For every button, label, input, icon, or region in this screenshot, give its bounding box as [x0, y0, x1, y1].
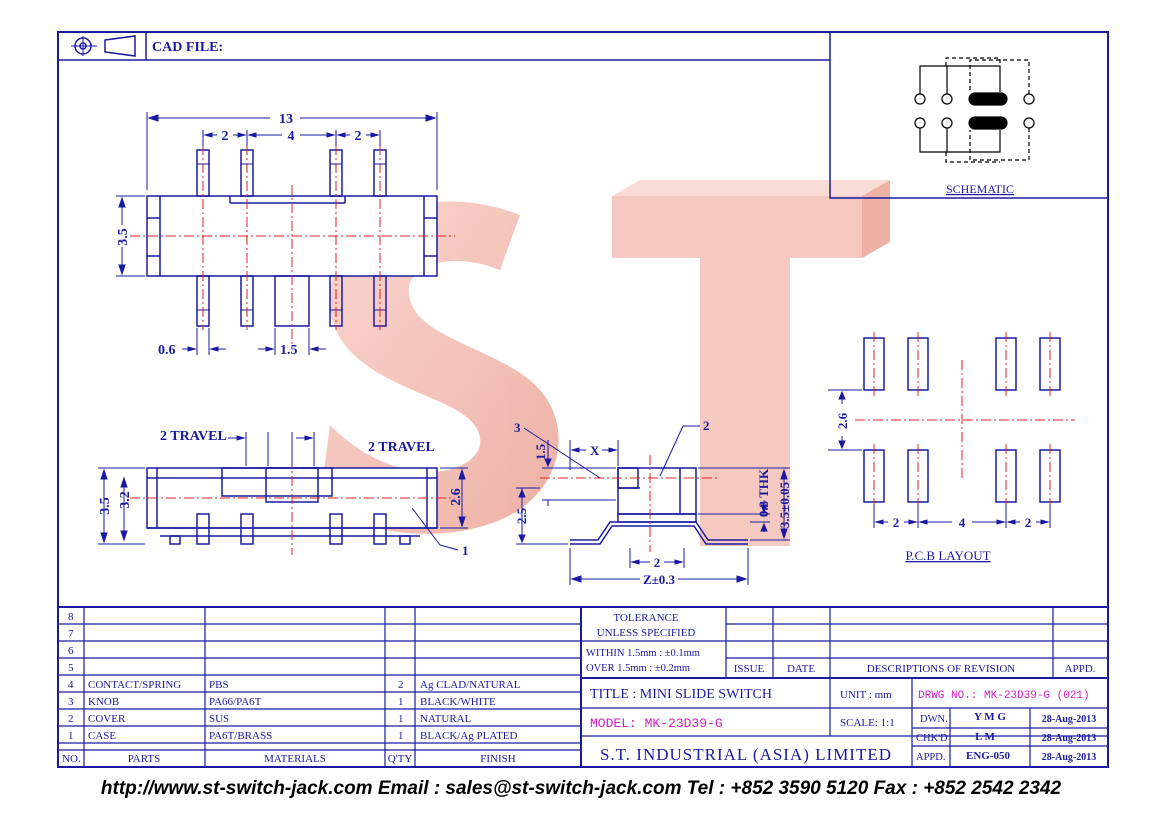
title-block-grid: [58, 606, 1108, 767]
drawing-number: DRWG NO.: MK-23D39-G (021): [918, 690, 1090, 702]
dim-end-height: 3.5±0.05: [777, 481, 792, 528]
svg-text:PA6T/BRASS: PA6T/BRASS: [209, 730, 272, 742]
svg-text:1: 1: [398, 730, 404, 742]
top-view-dimensions: [116, 112, 438, 355]
svg-text:BLACK/WHITE: BLACK/WHITE: [420, 696, 496, 708]
dim-knob-height: 2.6: [449, 488, 464, 506]
svg-text:2: 2: [68, 713, 74, 725]
svg-text:ISSUE: ISSUE: [734, 663, 765, 675]
svg-text:1: 1: [68, 730, 74, 742]
dim-travel-right: 2 TRAVEL: [368, 440, 435, 455]
svg-text:UNLESS SPECIFIED: UNLESS SPECIFIED: [597, 627, 696, 639]
svg-text:4: 4: [68, 679, 74, 691]
callout-3: 3: [514, 420, 521, 435]
svg-text:1: 1: [398, 696, 404, 708]
svg-text:WITHIN 1.5mm : ±0.1mm: WITHIN 1.5mm : ±0.1mm: [586, 648, 700, 659]
svg-text:APPD.: APPD.: [1065, 663, 1096, 675]
dim-end-25: 2.5: [514, 507, 529, 524]
dim-pitch-right: 2: [355, 129, 362, 144]
dwn-name: Y M G: [974, 711, 1006, 723]
svg-text:PBS: PBS: [209, 679, 229, 691]
svg-text:3: 3: [68, 696, 74, 708]
dim-body-height: 3.5: [116, 228, 131, 246]
top-view-centerlines: [130, 145, 455, 345]
pcb-dim-pitch-1: 2: [893, 515, 900, 530]
end-view: [570, 467, 748, 545]
svg-text:COVER: COVER: [88, 713, 126, 725]
dim-knob-width: 1.5: [280, 343, 298, 358]
pcb-dim-height: 2.6: [835, 412, 850, 429]
dim-pitch-mid: 4: [288, 129, 295, 144]
dwn-date: 28-Aug-2013: [1042, 714, 1096, 725]
svg-text:NO.: NO.: [62, 753, 81, 765]
svg-text:OVER 1.5mm : ±0.2mm: OVER 1.5mm : ±0.2mm: [586, 663, 690, 674]
schematic-label: SCHEMATIC: [946, 182, 1014, 196]
end-view-centerlines: [540, 455, 720, 552]
schematic-box: [829, 31, 1109, 199]
contact-footer: http://www.st-switch-jack.com Email : sa…: [100, 778, 1062, 799]
dim-overall-width: 13: [279, 112, 293, 127]
svg-text:MATERIALS: MATERIALS: [264, 753, 326, 765]
pcb-dim-pitch-3: 2: [1025, 515, 1032, 530]
svg-text:8: 8: [68, 611, 74, 623]
pcb-centerlines: [855, 332, 1075, 508]
svg-text:CASE: CASE: [88, 730, 116, 742]
svg-text:SUS: SUS: [209, 713, 229, 725]
appd-date: 28-Aug-2013: [1042, 752, 1096, 763]
svg-text:6: 6: [68, 645, 74, 657]
dim-x: X: [590, 443, 600, 458]
dim-pitch-left: 2: [222, 129, 229, 144]
cad-file-label: CAD FILE:: [152, 40, 223, 55]
svg-text:2: 2: [398, 679, 404, 691]
schematic-diagram: [914, 57, 1035, 163]
projection-symbol-icon: [71, 35, 136, 57]
pcb-layout-label: P.C.B LAYOUT: [905, 548, 990, 563]
revision-header: ISSUE DATE DESCRIPTIONS OF REVISION APPD…: [734, 663, 1096, 675]
dim-pin-width: 0.6: [158, 343, 176, 358]
dwn-label: DWN.: [920, 714, 948, 725]
dim-thk: 0.3 THK: [756, 468, 771, 517]
svg-text:5: 5: [68, 662, 74, 674]
tolerance-block: TOLERANCE UNLESS SPECIFIED WITHIN 1.5mm …: [586, 612, 700, 674]
appd-name: ENG-050: [966, 750, 1011, 762]
svg-text:FINISH: FINISH: [480, 753, 516, 765]
svg-text:BLACK/Ag PLATED: BLACK/Ag PLATED: [420, 730, 518, 742]
chkd-name: L M: [975, 731, 995, 743]
svg-text:KNOB: KNOB: [88, 696, 119, 708]
end-view-dimensions: [516, 425, 790, 585]
callout-2: 2: [703, 418, 710, 433]
dim-travel-left: 2 TRAVEL: [160, 429, 227, 444]
svg-text:NATURAL: NATURAL: [420, 713, 472, 725]
appd-label: APPD.: [916, 752, 945, 763]
unit-label: UNIT : mm: [840, 689, 892, 701]
dim-end-2: 2: [654, 555, 661, 570]
dim-end-15: 1.5: [533, 443, 548, 460]
svg-text:1: 1: [398, 713, 404, 725]
pcb-dim-pitch-2: 4: [959, 515, 966, 530]
svg-text:Q'TY: Q'TY: [388, 753, 413, 765]
svg-text:7: 7: [68, 628, 74, 640]
svg-text:CONTACT/SPRING: CONTACT/SPRING: [88, 679, 181, 691]
drawing-title: TITLE : MINI SLIDE SWITCH: [590, 687, 772, 702]
model-number: MODEL: MK-23D39-G: [590, 716, 723, 731]
dim-z: Z±0.3: [643, 572, 676, 587]
chkd-label: CHK'D: [916, 733, 948, 744]
svg-text:DATE: DATE: [787, 663, 815, 675]
svg-text:DESCRIPTIONS OF REVISION: DESCRIPTIONS OF REVISION: [867, 663, 1016, 675]
scale-label: SCALE: 1:1: [840, 717, 895, 729]
company-name: S.T. INDUSTRIAL (ASIA) LIMITED: [600, 745, 892, 764]
side-view-dimensions: [98, 432, 468, 551]
svg-text:TOLERANCE: TOLERANCE: [613, 612, 678, 624]
svg-text:PA66/PA6T: PA66/PA6T: [209, 696, 262, 708]
callout-1: 1: [462, 543, 469, 558]
bom-table: 8 7 6 5 4 CONTACT/SPRING PBS 2 Ag CLAD/N…: [62, 611, 521, 765]
pcb-dimensions: [828, 389, 1051, 528]
svg-text:Ag CLAD/NATURAL: Ag CLAD/NATURAL: [420, 679, 521, 691]
dim-side-height-32: 3.2: [118, 491, 133, 509]
drawing-frame: [57, 31, 1109, 768]
svg-text:PARTS: PARTS: [128, 753, 161, 765]
chkd-date: 28-Aug-2013: [1042, 733, 1096, 744]
dim-side-height-35: 3.5: [98, 497, 113, 515]
